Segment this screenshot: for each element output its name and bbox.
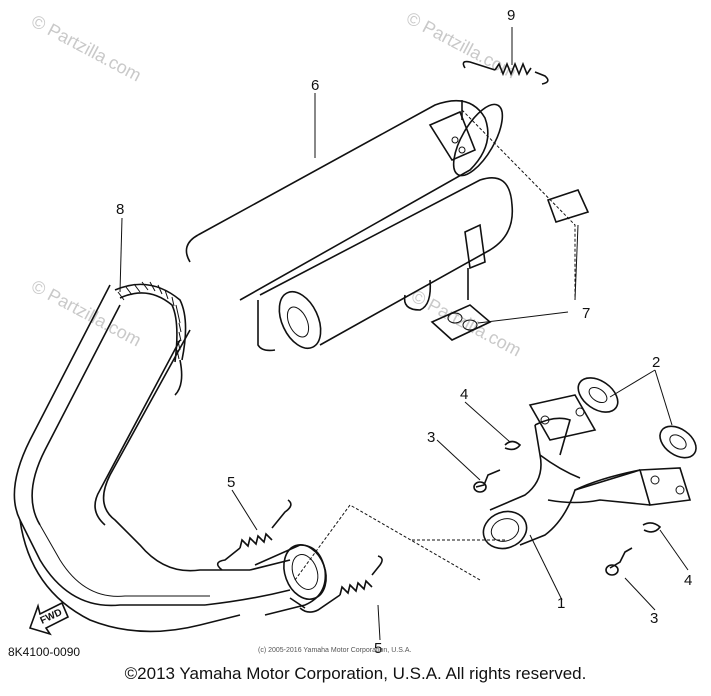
bolt-part-3-lower (605, 547, 633, 576)
callout-9: 9 (507, 7, 515, 24)
silencer-part-6 (185, 99, 514, 352)
footer-copyright: ©2013 Yamaha Motor Corporation, U.S.A. A… (124, 664, 587, 683)
watermark-top: © Partzilla.com (28, 11, 144, 86)
callout-7: 7 (582, 305, 590, 322)
spring-part-9 (462, 60, 549, 85)
exhaust-manifold-part-1 (482, 394, 692, 550)
callout-2: 2 (652, 354, 660, 371)
small-copyright: (c) 2005-2016 Yamaha Motor Corporation, … (258, 647, 411, 654)
heat-protector-part-8 (114, 281, 187, 396)
rubber-pad-part-7 (546, 189, 590, 223)
spring-part-5-upper (216, 499, 292, 571)
exhaust-pipe (13, 284, 291, 633)
assembly-lines (294, 109, 576, 581)
washer-part-4-lower (642, 522, 662, 533)
fwd-label: FWD (39, 607, 64, 627)
callout-3-upper: 3 (427, 429, 435, 446)
gasket-part-2-lower (659, 425, 697, 459)
watermark-mid-left: © Partzilla.com (28, 276, 144, 351)
callout-6: 6 (311, 77, 319, 94)
gasket-part-2-upper (577, 377, 619, 413)
leader-lines (119, 27, 689, 641)
callout-4-upper: 4 (460, 386, 468, 403)
callout-1: 1 (557, 595, 565, 612)
callout-8: 8 (116, 201, 124, 218)
spring-part-5-lower (299, 555, 383, 613)
joint-pipe (254, 544, 327, 616)
washer-part-4-upper (504, 440, 522, 451)
callout-5-lower: 5 (374, 640, 382, 657)
forward-arrow-icon: FWD (28, 601, 70, 636)
watermark-bottom: © Partzilla.com (408, 286, 524, 361)
bolt-part-3-upper (473, 469, 501, 493)
diagram-code: 8K4100-0090 (8, 645, 80, 659)
callout-3-lower: 3 (650, 610, 658, 627)
callout-4-lower: 4 (684, 572, 692, 589)
callout-5-upper: 5 (227, 474, 235, 491)
